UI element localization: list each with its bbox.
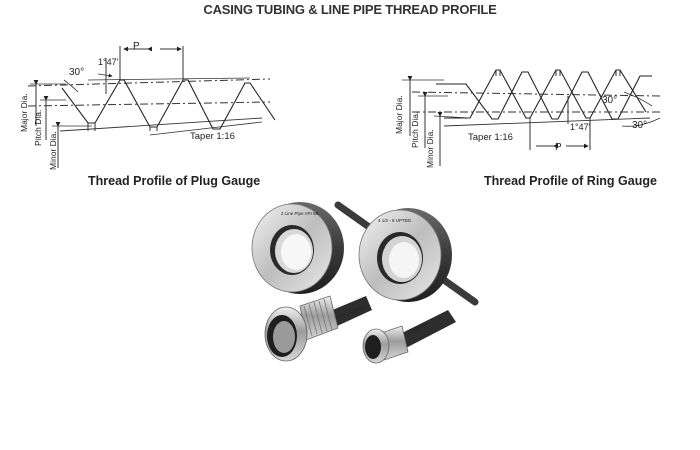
- ring-angle-30-bottom-label: 30°: [632, 120, 647, 131]
- plug-gauge-left: [264, 295, 372, 362]
- page-title: CASING TUBING & LINE PIPE THREAD PROFILE: [203, 2, 497, 17]
- plug-pitch-dia-label: Pitch Dia.: [33, 110, 43, 146]
- ring-left-engraving: 2 Line Pipe API 5B: [281, 211, 319, 216]
- plug-minor-dia-label: Minor Dia.: [48, 131, 58, 170]
- plug-thread-outline: [61, 79, 276, 130]
- ring-taper-angle-label: 1°47': [570, 122, 591, 132]
- plug-taper-angle-label: 1°47': [98, 57, 119, 67]
- plug-gauge-profile: [27, 46, 276, 168]
- ring-right-engraving: 4 1/2 - 8 UPTBG: [378, 218, 412, 223]
- ring-gauge-right: [358, 208, 452, 302]
- plug-major-dia-label: Major Dia.: [19, 93, 29, 132]
- plug-gauge-right: [362, 310, 456, 364]
- plug-pitch-label: P: [133, 41, 140, 52]
- plug-angle-30-label: 30°: [69, 67, 84, 78]
- ring-gauge-profile: [402, 69, 661, 166]
- ring-pitch-dia-label: Pitch Dia.: [410, 112, 420, 148]
- ring-angle-30-top-label: 30°: [602, 95, 617, 106]
- ring-gauge-left: [251, 202, 344, 294]
- ring-pitch-label: P: [555, 142, 562, 153]
- plug-gauge-caption: Thread Profile of Plug Gauge: [88, 174, 261, 188]
- ring-minor-dia-label: Minor Dia.: [425, 129, 435, 168]
- gauge-set-illustration: [251, 201, 479, 364]
- ring-gauge-caption: Thread Profile of Ring Gauge: [484, 174, 657, 188]
- plug-taper-label: Taper 1:16: [190, 131, 235, 142]
- ring-major-dia-label: Major Dia.: [394, 95, 404, 134]
- ring-taper-label: Taper 1:16: [468, 132, 513, 143]
